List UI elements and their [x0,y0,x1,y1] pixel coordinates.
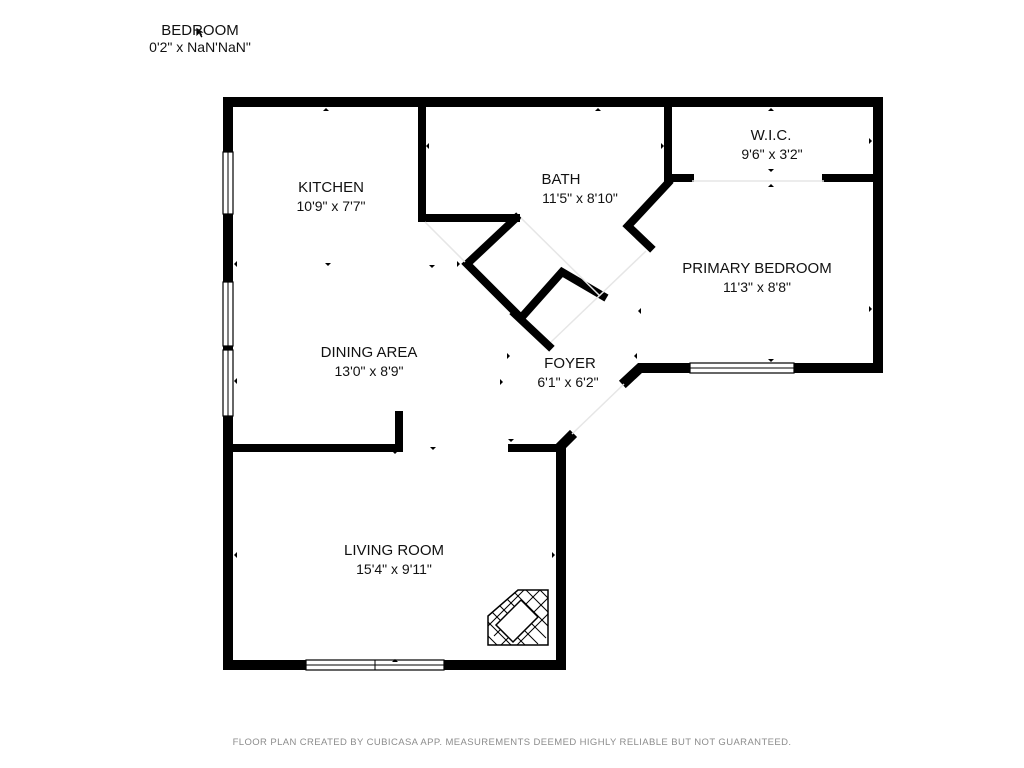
marker-arrow-icon [323,108,329,111]
door-opening-foyer [571,383,625,435]
marker-arrow-icon [768,184,774,187]
marker-arrow-icon [507,353,510,359]
window-dining-left-lower [222,349,234,417]
marker-arrow-icon [768,359,774,362]
marker-arrow-icon [457,261,460,267]
marker-arrow-icon [325,263,331,266]
room-label-wic: W.I.C. [751,127,792,144]
marker-arrow-icon [234,552,237,558]
marker-arrow-icon [430,447,436,450]
marker-arrow-icon [869,138,872,144]
room-dimensions-dining-area: 13'0" x 8'9" [335,363,404,379]
room-dimensions-kitchen: 10'9" x 7'7" [297,198,366,214]
marker-arrow-icon [552,552,555,558]
wall-bath-diagonal [622,177,674,253]
door-opening-kitchen [424,221,466,263]
marker-arrow-icon [768,108,774,111]
room-labels: BEDROOM 0'2" x NaN'NaN" KITCHEN 10'9" x … [149,22,832,577]
wall-closet-upper [461,212,609,324]
room-dimensions-primary-bedroom: 11'3" x 8'8" [723,279,791,295]
door-opening-closet-lower [550,250,647,343]
window-dining-left-upper [222,281,234,347]
room-dimensions-wic: 9'6" x 3'2" [741,146,802,162]
marker-arrow-icon [234,378,237,384]
wall-living-top-left [228,411,403,452]
window-primary-bedroom [689,362,795,374]
window-kitchen-left [222,151,234,215]
marker-arrow-icon [500,379,503,385]
marker-arrow-icon [426,143,429,149]
marker-arrow-icon [869,306,872,312]
marker-arrow-icon [508,439,514,442]
marker-arrow-icon [392,659,398,662]
marker-arrow-icon [768,169,774,172]
fireplace-icon [487,589,549,646]
wall-closet-lower [509,308,555,352]
room-label-bedroom: BEDROOM [161,22,239,39]
windows [222,151,795,671]
marker-arrow-icon [634,353,637,359]
room-label-bath: BATH [542,171,581,188]
room-label-primary-bedroom: PRIMARY BEDROOM [682,260,831,277]
footer-disclaimer: FLOOR PLAN CREATED BY CUBICASA APP. MEAS… [233,737,792,748]
wall-living-right [556,429,578,670]
door-openings [424,180,824,435]
marker-arrow-icon [234,261,237,267]
marker-arrow-icon [595,108,601,111]
marker-arrow-icon [392,451,398,454]
wall-kitchen-bath [418,102,520,222]
room-label-living-room: LIVING ROOM [344,542,444,559]
room-label-dining-area: DINING AREA [321,344,418,361]
window-living-room [305,659,445,671]
wall-primary-bottom [618,363,883,389]
dimension-markers [234,108,872,662]
marker-arrow-icon [661,143,664,149]
marker-arrow-icon [638,308,641,314]
marker-arrow-icon [429,265,435,268]
room-dimensions-foyer: 6'1" x 6'2" [537,374,598,390]
room-label-foyer: FOYER [544,355,596,372]
door-opening-closet [520,217,601,297]
mouse-cursor-icon [195,26,207,39]
room-dimensions-bath: 11'5" x 8'10" [542,190,618,206]
room-dimensions-bedroom: 0'2" x NaN'NaN" [149,39,251,55]
room-dimensions-living-room: 15'4" x 9'11" [356,561,432,577]
room-label-kitchen: KITCHEN [298,179,364,196]
